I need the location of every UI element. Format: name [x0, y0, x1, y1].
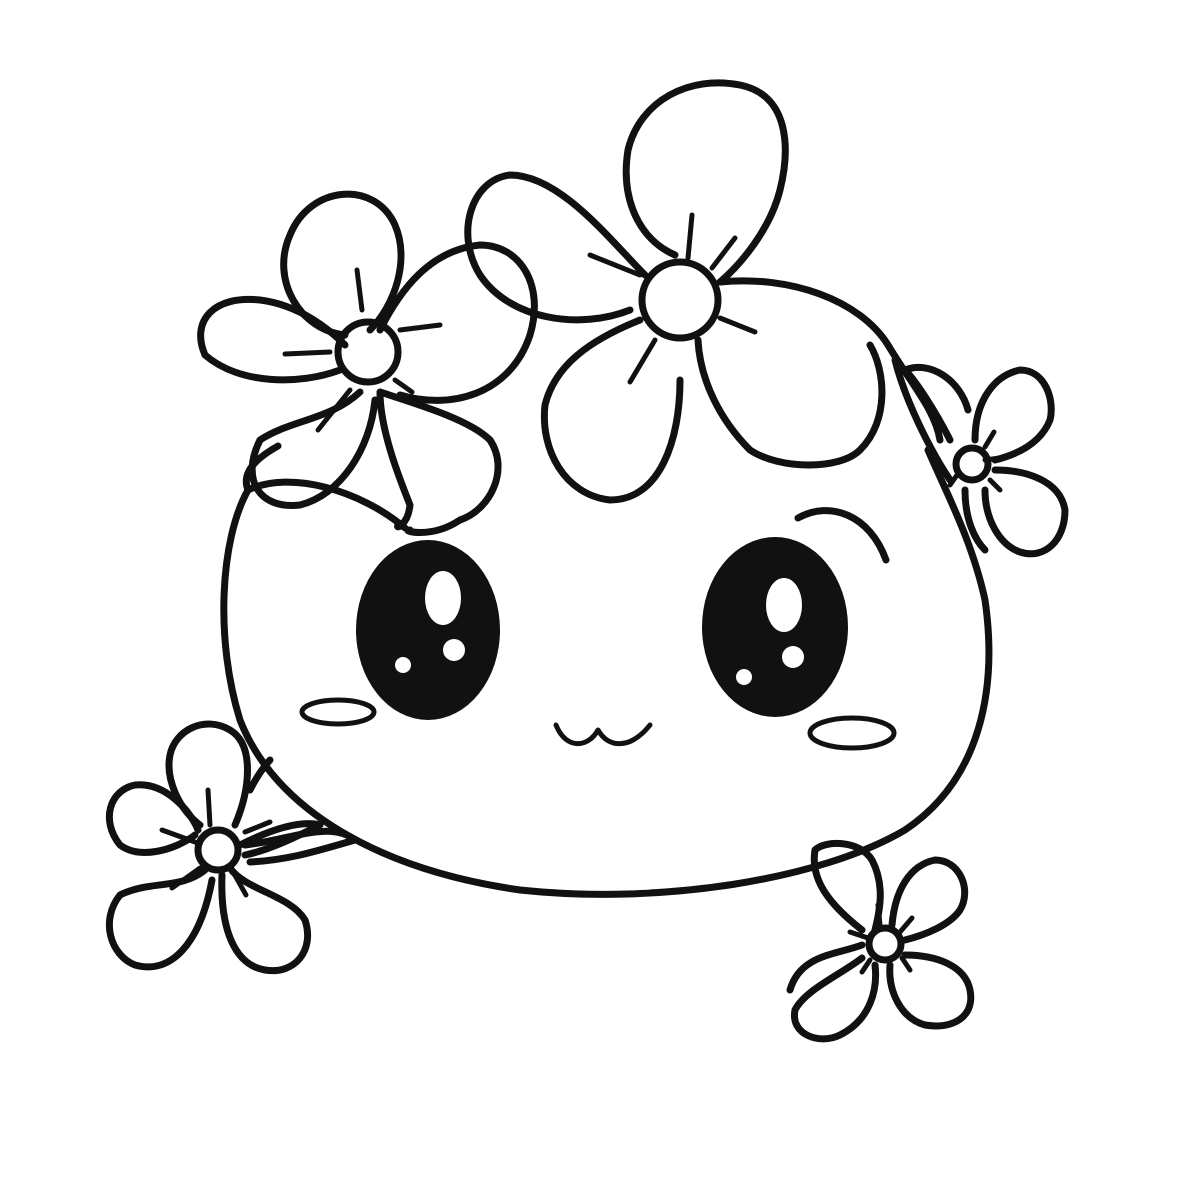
head-outline: [220, 442, 993, 898]
head-top-outline: [716, 277, 944, 444]
left-eye: [356, 540, 500, 720]
left-blush: [299, 697, 377, 727]
flower-bottom-right: [786, 839, 975, 1043]
right-eye: [702, 537, 848, 717]
flower-bottom-left: [105, 720, 359, 975]
flower-top-center: [464, 79, 886, 504]
flower-top-left: [197, 190, 538, 536]
head-side-outline: [891, 356, 954, 484]
mouth: [553, 722, 653, 747]
right-blush: [807, 715, 897, 751]
right-eyebrow: [794, 507, 890, 564]
flower-right: [901, 363, 1069, 558]
